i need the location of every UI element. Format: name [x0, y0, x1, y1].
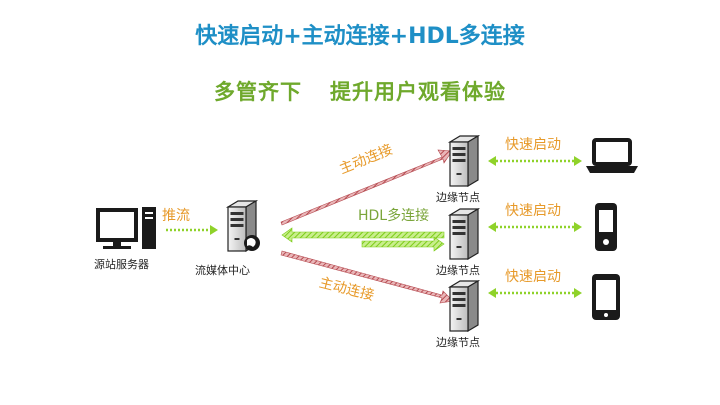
quick-start-label-1: 快速启动 — [505, 137, 561, 153]
edge-node-label-1: 边缘节点 — [436, 191, 480, 204]
streaming-center-label: 流媒体中心 — [195, 264, 250, 277]
phone-icon — [595, 203, 617, 251]
origin-server-icon — [96, 207, 156, 249]
edge-node-icon-1 — [449, 135, 479, 187]
diagram-title: 快速启动+主动连接+HDL多连接 — [195, 24, 525, 49]
quick-start-label-2: 快速启动 — [505, 203, 561, 219]
active-connect-arrow-top — [280, 149, 453, 226]
origin-server-label: 源站服务器 — [94, 258, 149, 271]
streaming-center-icon — [227, 200, 260, 252]
subtitle-part1: 多管齐下 — [214, 80, 302, 104]
active-connect-arrow-bottom — [280, 250, 454, 304]
subtitle-part2: 提升用户观看体验 — [330, 80, 506, 104]
edge-node-label-3: 边缘节点 — [436, 336, 480, 349]
push-arrow — [166, 225, 218, 235]
quick-start-label-3: 快速启动 — [505, 269, 561, 285]
quick-start-arrow-1 — [488, 156, 582, 166]
diagram-subtitle: 多管齐下 提升用户观看体验 — [0, 76, 720, 106]
laptop-icon — [586, 138, 638, 173]
hdl-multi-label: HDL多连接 — [358, 208, 430, 224]
edge-node-label-2: 边缘节点 — [436, 264, 480, 277]
edge-node-icon-2 — [449, 208, 479, 260]
quick-start-arrow-3 — [488, 288, 582, 298]
edge-node-icon-3 — [449, 280, 479, 332]
quick-start-arrow-2 — [488, 222, 582, 232]
push-stream-label: 推流 — [162, 208, 190, 224]
hdl-arrows — [281, 227, 445, 252]
tablet-icon — [592, 274, 620, 320]
